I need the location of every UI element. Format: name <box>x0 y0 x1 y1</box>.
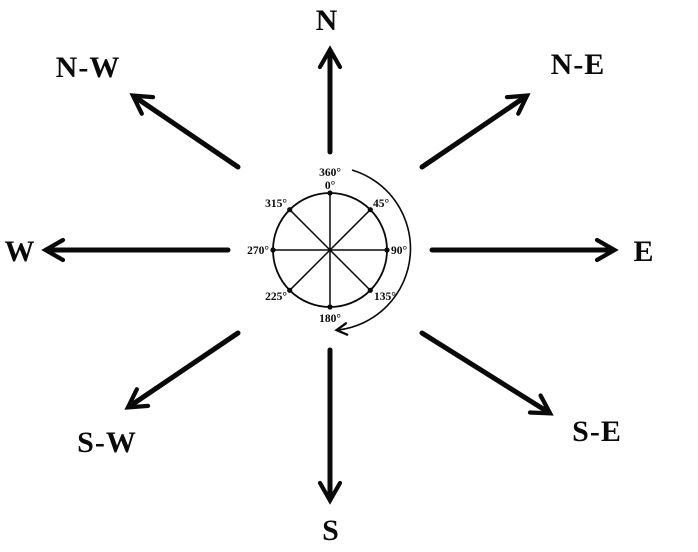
degree-label-270: 270° <box>247 245 269 257</box>
direction-label-north-west: N-W <box>56 51 121 84</box>
degree-label-45: 45° <box>373 198 390 210</box>
degree-label-180: 180° <box>319 313 341 325</box>
clockwise-rotation-arrow-icon <box>334 169 412 336</box>
degree-label-225: 225° <box>265 291 287 303</box>
north-west-arrow <box>129 93 241 170</box>
degree-label-90: 90° <box>391 245 408 257</box>
rim-dot-45deg <box>367 207 373 213</box>
direction-label-south: S <box>322 514 340 547</box>
degree-label-135: 135° <box>374 291 396 303</box>
direction-label-north-east: N-E <box>551 48 606 81</box>
direction-label-north: N <box>316 4 339 37</box>
rim-dot-135deg <box>367 287 373 293</box>
direction-label-east: E <box>633 235 654 268</box>
rim-dot-180deg <box>327 304 333 310</box>
north-east-arrow <box>419 93 531 170</box>
rim-dot-0deg <box>327 190 333 196</box>
south-west-arrow <box>124 330 241 410</box>
degree-label-315: 315° <box>265 198 287 210</box>
rim-dot-225deg <box>287 287 293 293</box>
rim-dot-270deg <box>270 247 276 253</box>
direction-label-south-west: S-W <box>77 426 137 459</box>
direction-label-west: W <box>5 235 36 268</box>
direction-label-south-east: S-E <box>572 415 622 448</box>
degree-label-360: 360° <box>319 167 341 179</box>
degree-label-0: 0° <box>325 180 336 192</box>
rim-dot-315deg <box>287 207 293 213</box>
south-east-arrow <box>419 330 554 416</box>
spoke-diagonal-ne-sw <box>289 209 371 291</box>
rim-dot-90deg <box>384 247 390 253</box>
